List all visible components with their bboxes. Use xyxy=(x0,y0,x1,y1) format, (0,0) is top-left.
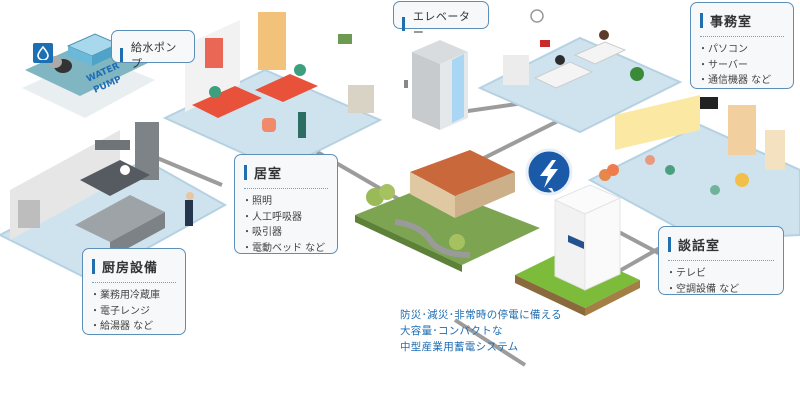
list-item: 照明 xyxy=(244,194,328,210)
caption-line-2: 大容量･コンパクトな xyxy=(400,325,503,337)
dotted-divider xyxy=(92,282,176,283)
house-illustration xyxy=(355,150,540,272)
callout-title: 給水ポンプ xyxy=(130,41,177,70)
dotted-divider xyxy=(244,188,328,189)
callout-title: エレベーター xyxy=(412,10,471,39)
equipment-list: パソコン サーバー 通信機器 など xyxy=(700,42,784,89)
list-item: サーバー xyxy=(700,58,784,74)
list-item: 業務用冷蔵庫 xyxy=(92,288,176,304)
equipment-list: テレビ 空調設備 など xyxy=(668,266,774,297)
accent-bar xyxy=(668,237,671,252)
kitchen-tile xyxy=(0,122,228,282)
equipment-list: 業務用冷蔵庫 電子レンジ 給湯器 など xyxy=(92,288,176,335)
list-item: 吸引器 xyxy=(244,225,328,241)
dotted-divider xyxy=(700,36,784,37)
equipment-list: 照明 人工呼吸器 吸引器 電動ベッド など xyxy=(244,194,328,256)
callout-title: 談話室 xyxy=(678,239,721,254)
callout-lounge: 談話室 テレビ 空調設備 など xyxy=(658,226,784,295)
callout-office: 事務室 パソコン サーバー 通信機器 など xyxy=(690,2,794,89)
office-tile xyxy=(477,9,683,134)
callout-water-pump: 給水ポンプ xyxy=(111,30,195,70)
elevator-illustration xyxy=(404,40,468,130)
lightning-bolt-icon xyxy=(525,148,573,196)
accent-bar xyxy=(402,17,405,31)
callout-title: 居室 xyxy=(254,167,283,182)
list-item: 空調設備 など xyxy=(668,282,774,298)
callout-kitchen: 厨房設備 業務用冷蔵庫 電子レンジ 給湯器 など xyxy=(82,248,186,335)
list-item: 電子レンジ xyxy=(92,304,176,320)
resident-room-tile xyxy=(162,12,383,172)
water-drop-icon xyxy=(33,43,53,63)
lounge-tile xyxy=(587,95,800,242)
callout-title: 厨房設備 xyxy=(102,261,159,276)
callout-title: 事務室 xyxy=(710,15,753,30)
caption-line-1: 防災･減災･非常時の停電に備える xyxy=(400,309,562,321)
dotted-divider xyxy=(668,260,774,261)
list-item: パソコン xyxy=(700,42,784,58)
list-item: テレビ xyxy=(668,266,774,282)
accent-bar xyxy=(92,259,95,274)
accent-bar xyxy=(120,48,123,62)
accent-bar xyxy=(700,13,703,28)
list-item: 給湯器 など xyxy=(92,319,176,335)
list-item: 電動ベッド など xyxy=(244,241,328,257)
battery-system-caption: 防災･減災･非常時の停電に備える 大容量･コンパクトな 中型産業用蓄電システム xyxy=(400,307,562,355)
callout-elevator: エレベーター xyxy=(393,1,489,39)
callout-resident-room: 居室 照明 人工呼吸器 吸引器 電動ベッド など xyxy=(234,154,338,254)
battery-unit-illustration xyxy=(515,184,640,316)
list-item: 人工呼吸器 xyxy=(244,210,328,226)
list-item: 通信機器 など xyxy=(700,73,784,89)
caption-line-3: 中型産業用蓄電システム xyxy=(400,341,519,353)
accent-bar xyxy=(244,165,247,180)
